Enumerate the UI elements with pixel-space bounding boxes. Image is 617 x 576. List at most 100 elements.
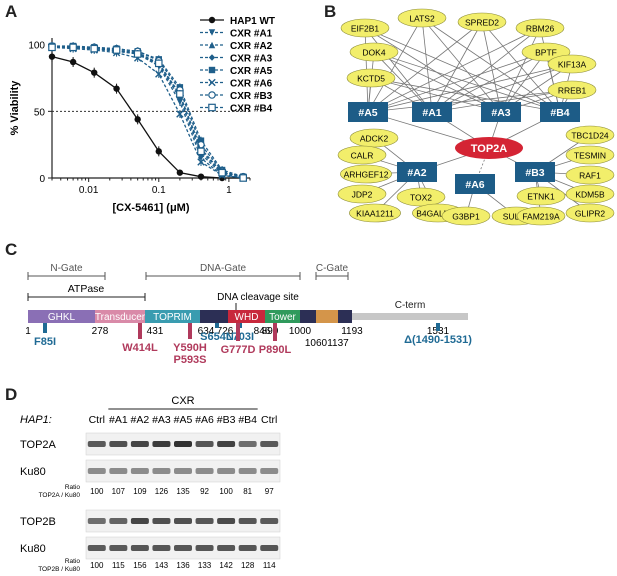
data-point bbox=[176, 169, 184, 176]
domain-rect bbox=[95, 310, 145, 323]
gene-node: RREB1 bbox=[547, 80, 597, 100]
lane-label: Ctrl bbox=[89, 414, 105, 426]
mutation-label: G777D bbox=[221, 344, 256, 356]
mutation-label: S654N bbox=[200, 331, 234, 343]
blot-band bbox=[152, 518, 171, 524]
gene-ellipse bbox=[565, 184, 615, 204]
position-label: 1060 bbox=[305, 338, 328, 349]
mutation-label: P593S bbox=[173, 354, 206, 366]
gene-node: KIAA1211 bbox=[349, 203, 401, 223]
blot-band bbox=[260, 545, 279, 551]
blot-top2a: TOP2A bbox=[20, 432, 281, 456]
blot-ku80: Ku80 bbox=[20, 459, 281, 483]
blot-band bbox=[174, 545, 192, 551]
gene-node: TBC1D24 bbox=[565, 125, 615, 145]
domain-segment: Tower bbox=[265, 310, 300, 323]
domain-segment: Transducer bbox=[95, 310, 146, 323]
blot-band bbox=[217, 441, 236, 447]
x-axis-label: [CX-5461] (μM) bbox=[112, 202, 189, 214]
ratio-value: 97 bbox=[265, 487, 274, 496]
blot-band bbox=[195, 468, 214, 474]
lane-label: #B3 bbox=[217, 414, 236, 426]
clone-box bbox=[481, 102, 521, 122]
ratio-value: 100 bbox=[219, 487, 233, 496]
ratio-value: 128 bbox=[241, 561, 255, 570]
gene-label: CALR bbox=[351, 150, 374, 160]
mutation-label: Δ(1490-1531) bbox=[404, 334, 472, 346]
gene-ellipse bbox=[565, 125, 615, 145]
blot-band bbox=[109, 468, 128, 474]
mutation-marker bbox=[215, 323, 219, 328]
gene-label: KCTD5 bbox=[357, 73, 385, 83]
mutation-marker bbox=[138, 323, 142, 339]
legend-marker bbox=[208, 103, 216, 112]
gene-label: KIF13A bbox=[558, 59, 587, 69]
domain-label: WHD bbox=[235, 312, 259, 323]
blot-band bbox=[238, 518, 257, 524]
ratio-label: Ratio bbox=[65, 558, 81, 565]
blot-band bbox=[109, 441, 128, 447]
domain-segment bbox=[300, 310, 316, 323]
network-edge bbox=[421, 17, 433, 113]
top2a-label: TOP2A bbox=[471, 143, 508, 155]
gene-label: KDM5B bbox=[575, 189, 605, 199]
gene-label: SPRED2 bbox=[465, 17, 499, 27]
mutation-label: Y590H bbox=[173, 342, 207, 354]
gene-node: FAM219A bbox=[516, 206, 566, 226]
gate-label: DNA-Gate bbox=[200, 263, 247, 274]
blot-band bbox=[152, 468, 171, 474]
gene-ellipse bbox=[349, 42, 399, 62]
blot-band bbox=[174, 518, 192, 524]
mutation-marker bbox=[436, 323, 440, 331]
gene-label: TOX2 bbox=[410, 192, 432, 202]
ratio-sublabel: TOP2B / Ku80 bbox=[38, 566, 80, 571]
gene-node: GLIPR2 bbox=[565, 203, 615, 223]
mutation-deletion: Δ(1490-1531) bbox=[404, 323, 472, 346]
domain-segment bbox=[200, 310, 228, 323]
y-tick-label: 0 bbox=[39, 174, 45, 185]
legend-marker bbox=[208, 66, 216, 74]
data-point bbox=[69, 58, 77, 66]
domain-segment: GHKL bbox=[28, 310, 95, 323]
clone-label: #A1 bbox=[422, 107, 441, 119]
data-point bbox=[218, 168, 226, 177]
blot-band bbox=[174, 468, 192, 474]
blot-band bbox=[195, 545, 214, 551]
lane-label: #A3 bbox=[152, 414, 171, 426]
gene-node: ETNK1 bbox=[516, 186, 566, 206]
network-edge bbox=[364, 27, 502, 113]
ratio-value: 100 bbox=[90, 561, 104, 570]
blot-band bbox=[260, 468, 279, 474]
ratio-value: 135 bbox=[176, 487, 190, 496]
panel-letter-c: C bbox=[5, 240, 18, 259]
blot-label: Ku80 bbox=[20, 466, 46, 478]
gene-node: JDP2 bbox=[337, 184, 387, 204]
gene-label: ARHGEF12 bbox=[344, 169, 389, 179]
position-label: 726 bbox=[217, 326, 234, 337]
gene-node: RAF1 bbox=[565, 165, 615, 185]
domain-label: GHKL bbox=[48, 312, 76, 323]
data-point bbox=[176, 90, 184, 98]
blot-band bbox=[217, 468, 236, 474]
network-edge bbox=[367, 89, 573, 113]
clone-label: #A2 bbox=[407, 167, 426, 179]
network-edge bbox=[364, 27, 561, 113]
mutation-f85i: F85I bbox=[34, 323, 56, 348]
ratio-value: 143 bbox=[155, 561, 169, 570]
clone-box bbox=[412, 102, 452, 122]
blot-top2b: TOP2B bbox=[20, 509, 281, 533]
x-tick-label: 0.1 bbox=[152, 185, 166, 196]
data-point bbox=[91, 69, 98, 76]
lane-label: #A2 bbox=[131, 414, 150, 426]
gene-label: JDP2 bbox=[352, 189, 373, 199]
gene-ellipse bbox=[340, 164, 392, 184]
lane-label: #A5 bbox=[174, 414, 193, 426]
ratio-value: 92 bbox=[200, 487, 209, 496]
clone-node: #A6 bbox=[455, 174, 495, 194]
network-edge bbox=[431, 89, 573, 113]
